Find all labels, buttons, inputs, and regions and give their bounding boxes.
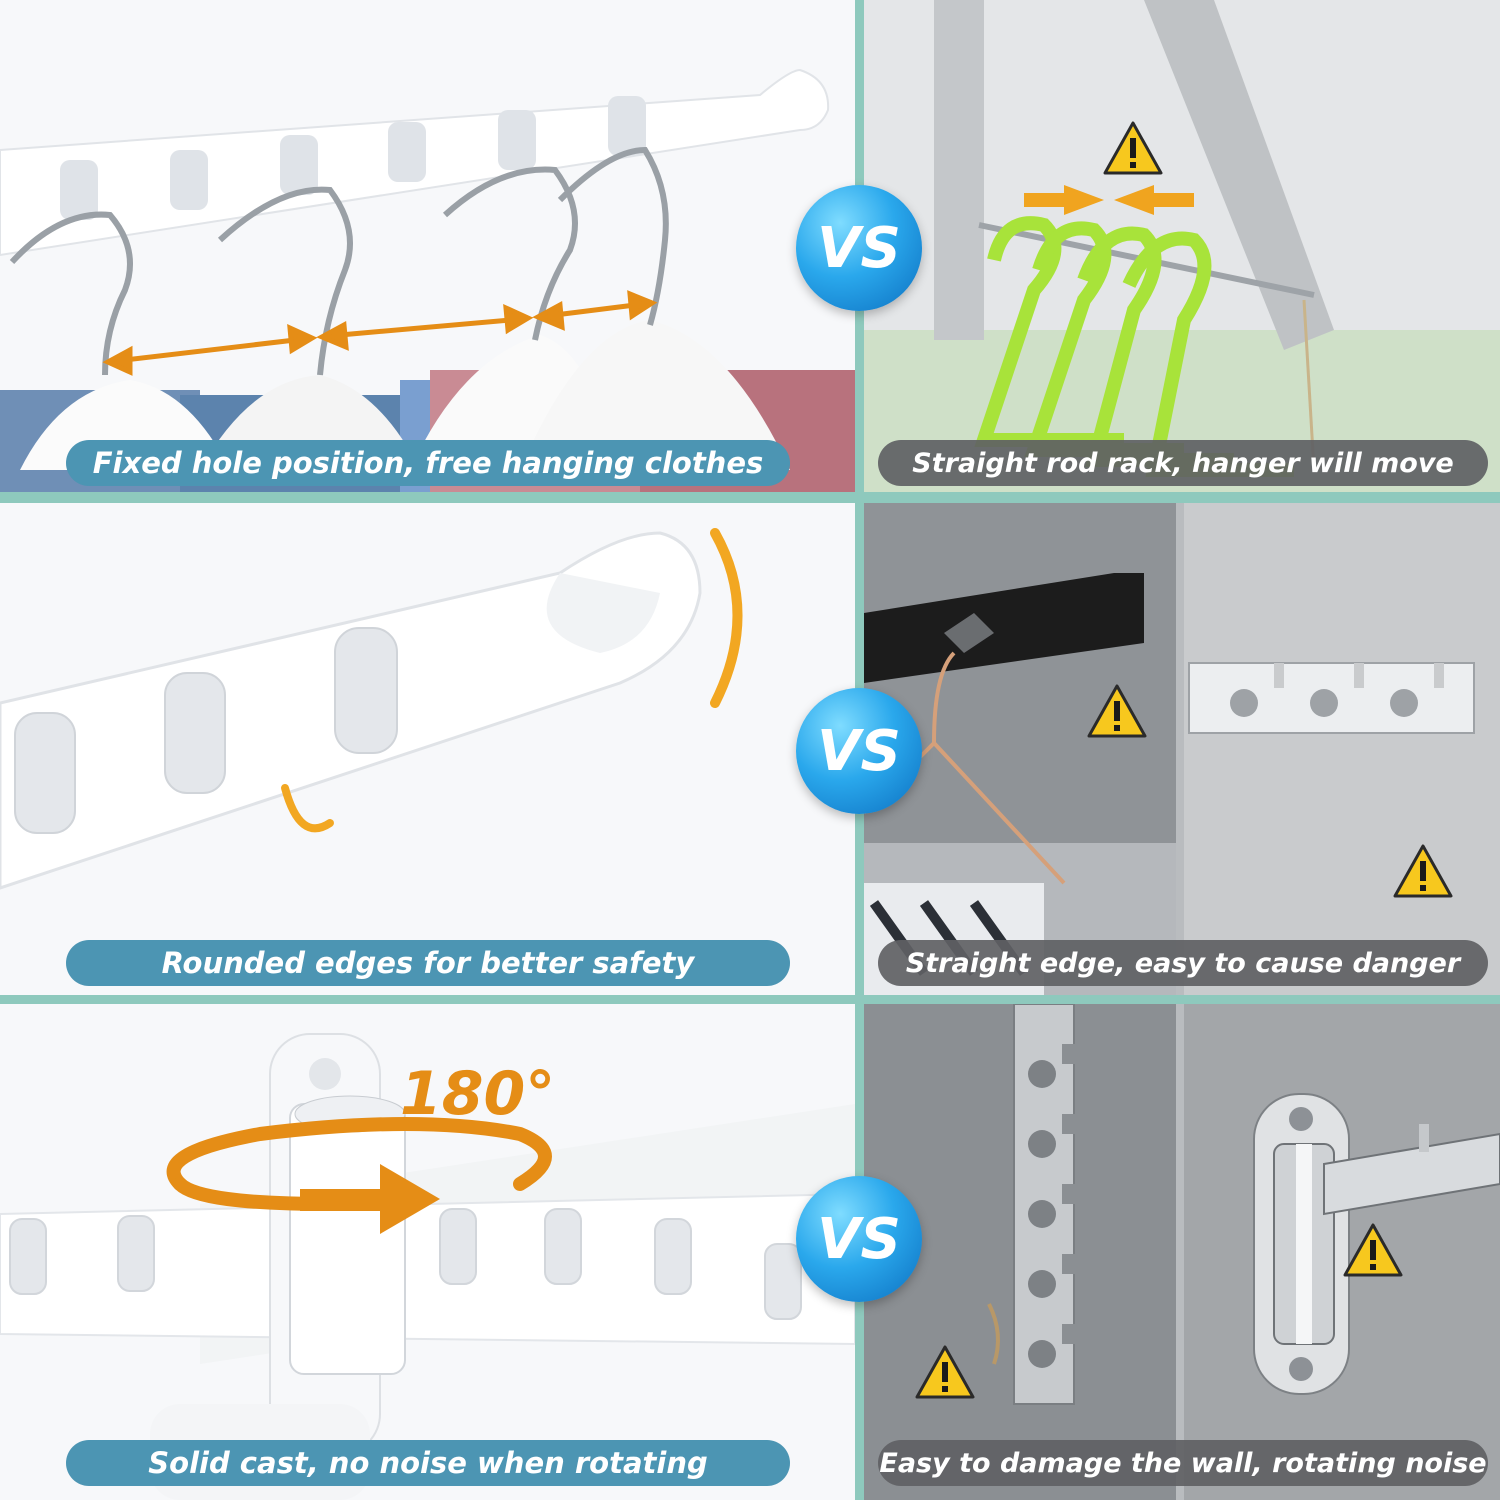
left-caption-1: Fixed hole position, free hanging clothe… (66, 440, 790, 486)
right-caption-2: Straight edge, easy to cause danger (878, 940, 1488, 986)
left-caption-3: Solid cast, no noise when rotating (66, 1440, 790, 1486)
right-caption-3: Easy to damage the wall, rotating noise (878, 1440, 1488, 1486)
warning-icon (1086, 683, 1148, 739)
left-caption-2: Rounded edges for better safety (66, 940, 790, 986)
vs-badge-2: VS (796, 688, 922, 814)
steel-rack-photo (1184, 503, 1500, 995)
panel-fixed-hole-rack: Fixed hole position, free hanging clothe… (0, 0, 855, 492)
warning-icon (914, 1344, 976, 1400)
vs-badge-1: VS (796, 185, 922, 311)
rotation-degree-label: 180° (400, 1059, 556, 1129)
panel-solid-cast: 180° Solid cast, no noise when rotating (0, 1004, 855, 1500)
comparison-row-2: Rounded edges for better safety (0, 503, 1500, 995)
right-caption-1: Straight rod rack, hanger will move (878, 440, 1488, 486)
steel-hinge-photo (1184, 1004, 1500, 1500)
fixed-hole-rack-illustration (0, 68, 855, 492)
comparison-row-3: 180° Solid cast, no noise when rotating (0, 1004, 1500, 1500)
panel-rounded-edges: Rounded edges for better safety (0, 503, 855, 995)
panel-straight-rod-rack: Straight rod rack, hanger will move (864, 0, 1500, 492)
warning-icon (1342, 1222, 1404, 1278)
comparison-row-1: Fixed hole position, free hanging clothe… (0, 0, 1500, 492)
vs-badge-3: VS (796, 1176, 922, 1302)
panel-straight-edge: Straight edge, easy to cause danger (864, 503, 1500, 995)
perforated-strip-photo (864, 1004, 1176, 1500)
rounded-edge-arm-illustration (0, 528, 743, 890)
panel-wall-damage: Easy to damage the wall, rotating noise (864, 1004, 1500, 1500)
warning-icon (1102, 120, 1164, 176)
warning-icon (1392, 843, 1454, 899)
straight-rod-rack-illustration (864, 0, 1500, 492)
